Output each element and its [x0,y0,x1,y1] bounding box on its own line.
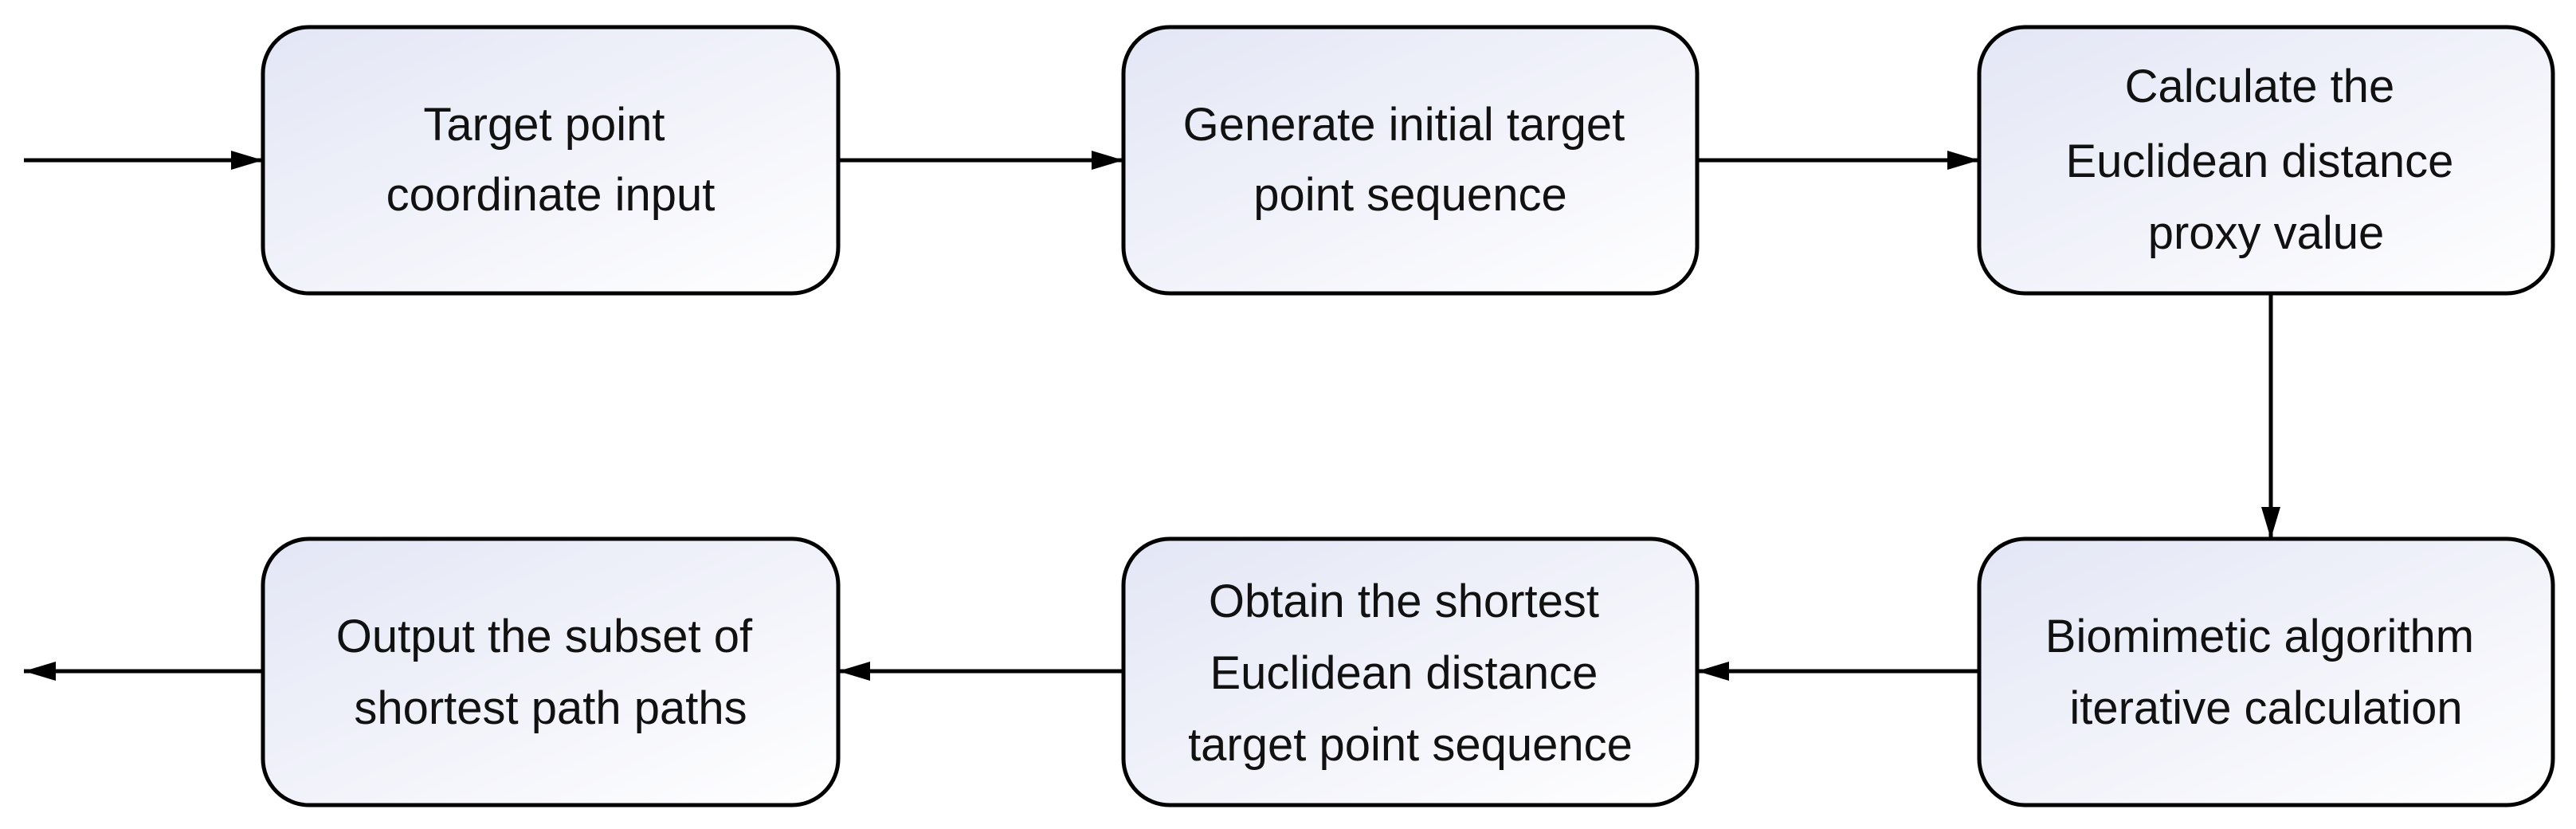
node-label-line: Output the subset of [336,611,753,662]
node-label-line: Euclidean distance [1210,647,1598,699]
node-label-line: Generate initial target [1183,99,1625,151]
node-label-line: Calculate the [2125,61,2395,112]
node-label-line: Biomimetic algorithm [2045,611,2474,662]
node-label-line: Euclidean distance [2065,136,2453,187]
node-label: Output the subset of shortest path paths [336,611,765,734]
node-label-line: Obtain the shortest [1209,576,1599,627]
node-box [1121,536,1700,807]
node-box [261,536,841,807]
node-label-line: Target point [423,99,665,151]
node-label: Obtain the shortest Euclidean distance t… [1188,576,1633,771]
node-label-line: coordinate input [386,169,716,221]
node-box [1121,25,1700,296]
node-target-input: Target point coordinate input [261,25,841,296]
node-label: Target point coordinate input [386,99,716,221]
node-generate-sequence: Generate initial target point sequence [1121,25,1700,296]
node-label: Generate initial target point sequence [1183,99,1638,221]
node-label-line: iterative calculation [2069,682,2462,734]
node-label-line: point sequence [1253,169,1566,221]
node-label-line: proxy value [2148,207,2385,259]
node-biomimetic: Biomimetic algorithm iterative calculati… [1977,536,2555,807]
node-box [1977,536,2555,807]
connectors [24,151,2280,681]
node-box [261,25,841,296]
node-label-line: target point sequence [1188,719,1633,771]
node-calc-distance: Calculate the Euclidean distance proxy v… [1977,25,2555,296]
node-label-line: shortest path paths [354,682,747,734]
node-obtain-shortest: Obtain the shortest Euclidean distance t… [1121,536,1700,807]
node-box [1977,25,2555,296]
node-label: Calculate the Euclidean distance proxy v… [2065,61,2466,259]
node-label: Biomimetic algorithm iterative calculati… [2045,611,2487,734]
node-output-subset: Output the subset of shortest path paths [261,536,841,807]
